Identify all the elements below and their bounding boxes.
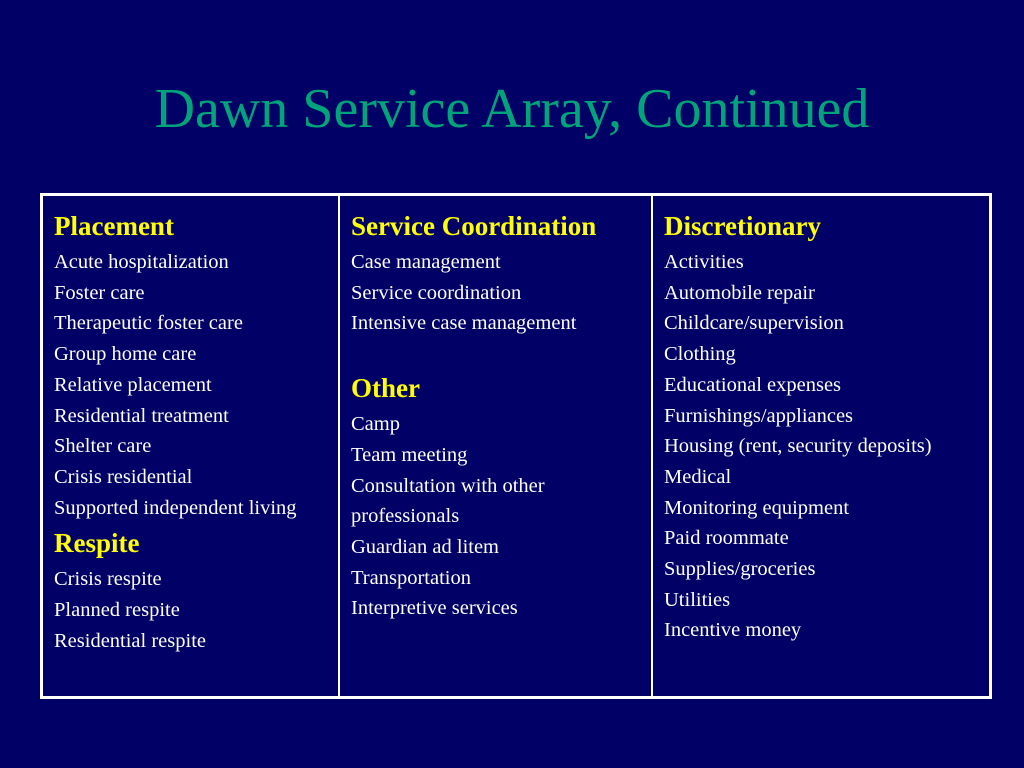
list-item: Residential treatment — [54, 404, 229, 427]
list-item: Planned respite — [54, 599, 180, 622]
list-item: Service coordination — [351, 281, 522, 304]
group-heading: Service Coordination — [351, 211, 597, 241]
list-item: Automobile repair — [664, 281, 815, 304]
list-item: Crisis residential — [54, 465, 193, 488]
group-service-coordination: Service Coordination Case management Ser… — [351, 206, 640, 339]
list-item: Foster care — [54, 281, 145, 304]
list-item: Supported independent living — [54, 496, 297, 519]
list-item: Shelter care — [54, 435, 152, 458]
list-item: Clothing — [664, 343, 736, 366]
list-item: Activities — [664, 251, 744, 273]
slide-title: Dawn Service Array, Continued — [154, 78, 870, 140]
list-item: Paid roommate — [664, 527, 789, 550]
list-item: Supplies/groceries — [664, 558, 816, 581]
list-item: Interpretive services — [351, 597, 518, 620]
list-item: Group home care — [54, 343, 197, 366]
list-item: Incentive money — [664, 619, 802, 642]
list-item: Relative placement — [54, 373, 212, 396]
list-item: Residential respite — [54, 629, 206, 652]
group-other: Other Camp Team meeting Consultation wit… — [351, 368, 640, 624]
list-item: Guardian ad litem — [351, 535, 500, 558]
list-item: Case management — [351, 251, 501, 273]
list-item: Intensive case management — [351, 312, 577, 335]
list-item: Childcare/supervision — [664, 312, 844, 335]
group-heading: Discretionary — [664, 211, 821, 241]
list-item: Transportation — [351, 566, 471, 589]
list-item: Educational expenses — [664, 373, 842, 396]
column-discretionary: Discretionary Activities Automobile repa… — [651, 196, 989, 696]
column-placement-respite: Placement Acute hospitalization Foster c… — [43, 196, 338, 696]
list-item: Furnishings/appliances — [664, 404, 854, 427]
list-item: Monitoring equipment — [664, 496, 850, 519]
list-item: Utilities — [664, 588, 731, 611]
list-item: Medical — [664, 465, 732, 488]
list-item: Consultation with other professionals — [351, 474, 545, 528]
column-coordination-other: Service Coordination Case management Ser… — [338, 196, 651, 696]
group-discretionary: Discretionary Activities Automobile repa… — [664, 206, 978, 646]
group-placement: Placement Acute hospitalization Foster c… — [54, 206, 327, 523]
list-item: Housing (rent, security deposits) — [664, 435, 932, 458]
list-item: Therapeutic foster care — [54, 312, 243, 335]
list-item: Camp — [351, 413, 400, 436]
group-respite: Respite Crisis respite Planned respite R… — [54, 523, 327, 656]
group-heading: Other — [351, 373, 420, 404]
group-heading: Respite — [54, 528, 140, 559]
list-item: Team meeting — [351, 443, 468, 466]
list-item: Acute hospitalization — [54, 251, 229, 273]
service-table: Placement Acute hospitalization Foster c… — [40, 193, 992, 699]
group-heading: Placement — [54, 211, 174, 241]
list-item: Crisis respite — [54, 568, 162, 591]
